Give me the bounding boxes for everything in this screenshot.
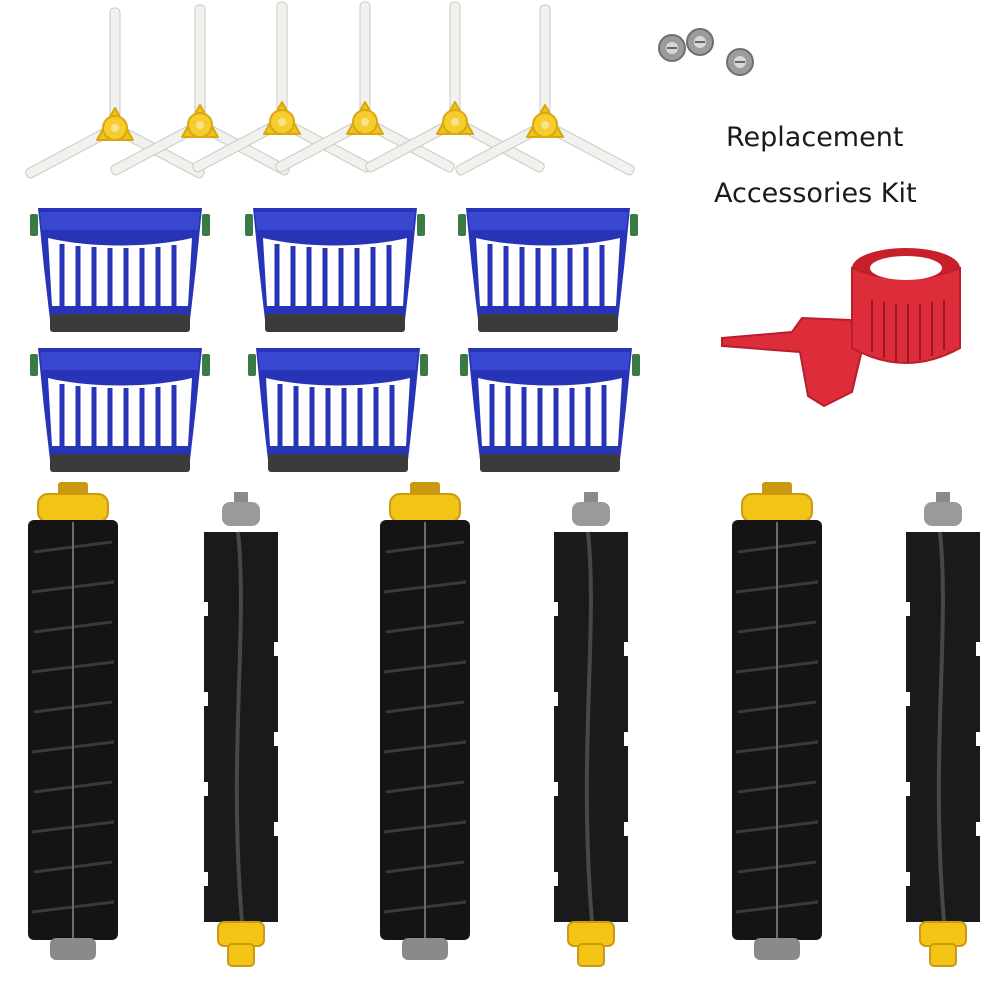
screw [686, 28, 714, 56]
side-brush [453, 4, 637, 178]
side-brush [108, 4, 292, 178]
side-brush [363, 1, 547, 175]
screw [658, 34, 686, 62]
flexible-beater-brush [546, 490, 636, 968]
main-brushes [26, 480, 988, 968]
side-brush [190, 1, 374, 175]
filter [458, 208, 638, 332]
side-brush [23, 7, 207, 181]
screws [658, 28, 754, 76]
bristle-brush [730, 480, 824, 962]
filter [30, 208, 210, 332]
filter [248, 348, 428, 472]
filters [30, 208, 640, 472]
side-brush [273, 1, 457, 175]
cleaning-tools [721, 248, 961, 408]
caption-line-1: Replacement [726, 122, 904, 153]
filter [30, 348, 210, 472]
flexible-beater-brush [196, 490, 286, 968]
flexible-beater-brush [898, 490, 988, 968]
filter [245, 208, 425, 332]
comb-tool [721, 316, 864, 408]
bristle-brush [378, 480, 472, 962]
filter [460, 348, 640, 472]
screw [726, 48, 754, 76]
bristle-brush [26, 480, 120, 962]
caption-line-2: Accessories Kit [714, 178, 917, 209]
ring-tool [851, 248, 961, 364]
side-brushes [23, 1, 637, 181]
